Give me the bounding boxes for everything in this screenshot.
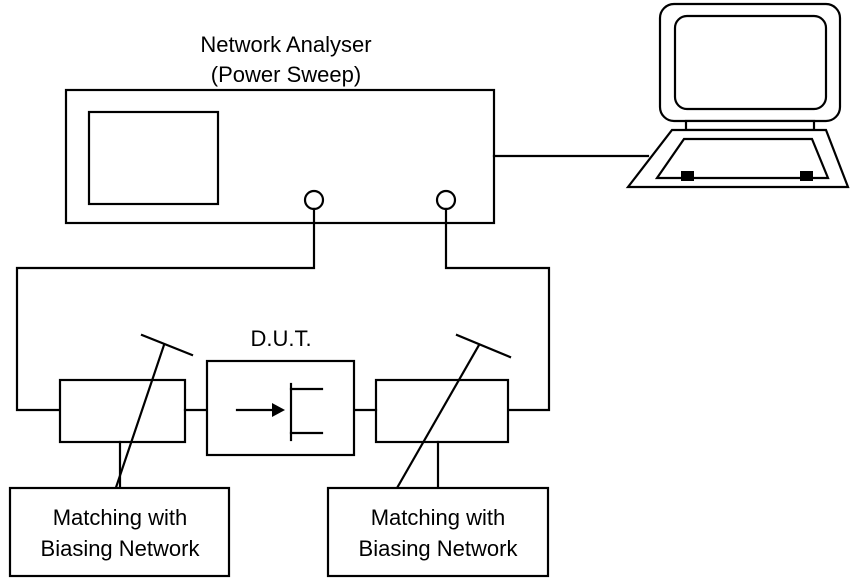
bias-left-line1: Matching with (53, 505, 188, 530)
computer-monitor-screen (673, 14, 828, 111)
tuner-head-right (455, 333, 512, 359)
computer-neck (684, 119, 816, 132)
port-connector-icon (435, 189, 457, 211)
network-analyser (64, 88, 496, 225)
analyser-subtitle: (Power Sweep) (211, 62, 361, 87)
bias-right-line1: Matching with (371, 505, 506, 530)
matching-network-right (374, 333, 512, 490)
bias-right-line2: Biasing Network (359, 536, 519, 561)
dut (205, 359, 356, 457)
tuner-head-left (140, 333, 194, 357)
tuner-arrow-right (395, 343, 481, 490)
computer-icon (625, 2, 850, 189)
cable-port2-right (444, 207, 551, 412)
cable-port1-left (15, 207, 316, 412)
computer-foot-right (800, 171, 813, 181)
bias-left-line2: Biasing Network (41, 536, 201, 561)
matching-box-left (58, 378, 187, 444)
bias-box-right: Matching with Biasing Network (326, 486, 550, 578)
transistor-icon (235, 382, 324, 442)
bias-box-left-frame (8, 486, 231, 578)
bias-box-left: Matching with Biasing Network (8, 486, 231, 578)
dut-label: D.U.T. (250, 326, 311, 351)
transistor-arrowhead (272, 403, 285, 417)
analyser-screen (87, 110, 220, 206)
port-connector-icon (303, 189, 325, 211)
computer-keyboard-recess (654, 137, 830, 180)
analyser-title: Network Analyser (200, 32, 371, 57)
bias-box-right-frame (326, 486, 550, 578)
computer-foot-left (681, 171, 694, 181)
